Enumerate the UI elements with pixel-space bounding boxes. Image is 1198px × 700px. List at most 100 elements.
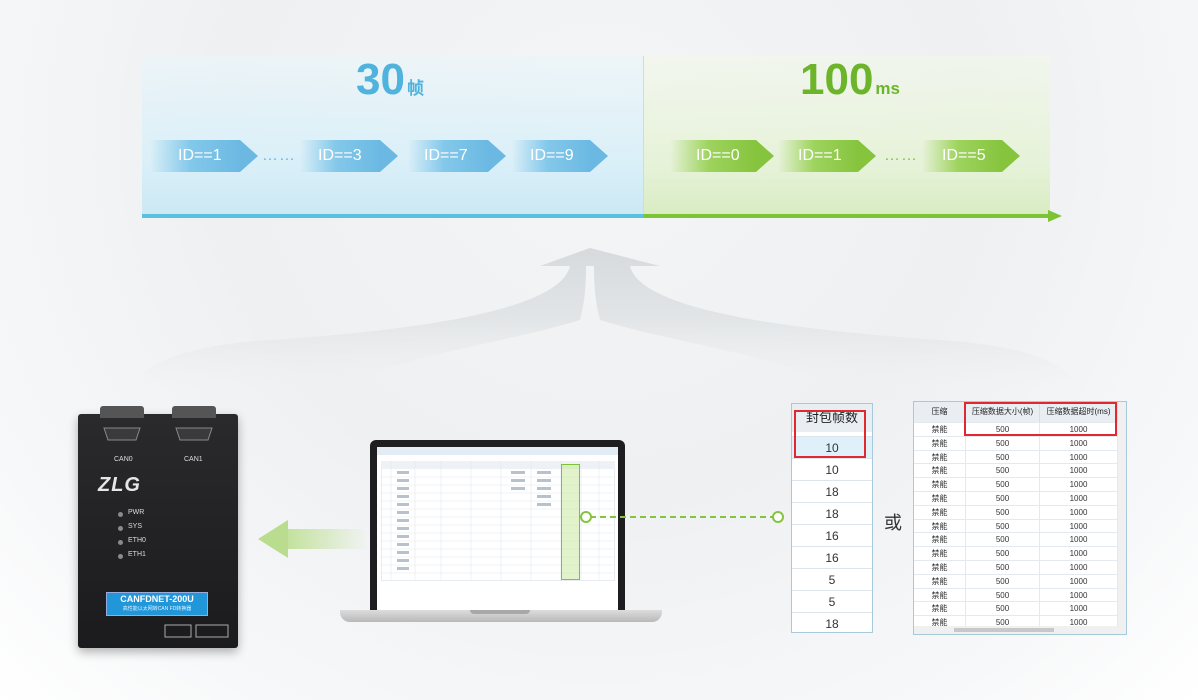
id-arrow: ID==9 [512, 140, 608, 172]
table-cell: 16 [792, 524, 872, 546]
id-label: ID==1 [178, 147, 222, 164]
table-cell: 500 [966, 449, 1040, 464]
led-label: SYS [128, 523, 143, 530]
config-software-screen [377, 447, 618, 610]
table-cell: 10 [792, 436, 872, 458]
or-label: 或 [884, 513, 902, 533]
canfdnet-device: CAN0 CAN1 ZLG PWR SYS ETH0 ETH1 CANFDNET… [78, 406, 238, 648]
table-cell: 500 [966, 504, 1040, 519]
highlight-box [964, 402, 1117, 436]
callout-dot [580, 511, 592, 523]
table-cell: 1000 [1040, 422, 1118, 436]
table-cell: 1000 [1040, 532, 1118, 547]
table-cell: 500 [966, 518, 1040, 533]
laptop-notch [470, 610, 530, 614]
packet-column-highlight [561, 464, 580, 580]
table-cell: 500 [966, 477, 1040, 492]
led-icon [118, 512, 123, 517]
db9-port-icon [103, 427, 141, 441]
id-label: ID==9 [530, 147, 574, 164]
table-cell: 禁能 [914, 573, 966, 588]
timeline-green [644, 214, 1050, 218]
table-cell: 18 [792, 612, 872, 632]
table-cell: 1000 [1040, 546, 1118, 561]
id-label: ID==7 [424, 147, 468, 164]
table-cell: 500 [966, 615, 1040, 630]
timeout-panel [644, 56, 1050, 216]
table-cell: 禁能 [914, 615, 966, 630]
table-cell: 500 [966, 573, 1040, 588]
db9-port-icon [175, 427, 213, 441]
packet-frames-header: 封包帧数 [792, 404, 872, 432]
upward-flow-arrow [130, 248, 1080, 390]
table-cell: 500 [966, 532, 1040, 547]
table-cell: 10 [792, 458, 872, 480]
table-cell: 18 [792, 480, 872, 502]
led-icon [118, 540, 123, 545]
table-cell: 18 [792, 502, 872, 524]
table-cell: 16 [792, 546, 872, 568]
table-cell: 禁能 [914, 435, 966, 450]
ellipsis: …… [262, 147, 296, 164]
table-cell: 1000 [1040, 573, 1118, 588]
scrollbar-thumb[interactable] [954, 628, 1054, 632]
packet-frames-table: 封包帧数 10 10 18 18 16 16 5 5 18 [791, 403, 873, 633]
table-cell: 禁能 [914, 504, 966, 519]
laptop-base [340, 610, 662, 622]
callout-dashed-line [590, 516, 776, 518]
table-cell: 禁能 [914, 560, 966, 574]
table-cell: 禁能 [914, 422, 966, 436]
table-cell: 1000 [1040, 491, 1118, 505]
timeout-unit: ms [875, 79, 900, 98]
table-cell: 禁能 [914, 518, 966, 533]
timeline-blue [142, 214, 644, 218]
id-label: ID==0 [696, 147, 740, 164]
id-arrow: ID==5 [922, 140, 1020, 172]
table-cell: 禁能 [914, 532, 966, 547]
callout-dot [772, 511, 784, 523]
table-cell: 禁能 [914, 587, 966, 602]
can-label: CAN0 [114, 456, 133, 463]
led-label: ETH0 [128, 537, 146, 544]
table-cell: 1000 [1040, 518, 1118, 533]
ellipsis: …… [884, 147, 918, 164]
id-label: ID==5 [942, 147, 986, 164]
table-cell: 1000 [1040, 601, 1118, 616]
column-header: 压缩数据超时(ms) [1040, 402, 1118, 422]
db9-connector [100, 406, 144, 418]
led-label: ETH1 [128, 551, 146, 558]
frame-count-panel [142, 56, 644, 216]
window-titlebar [377, 447, 618, 455]
vertical-scrollbar[interactable] [1118, 402, 1126, 634]
table-cell: 1000 [1040, 615, 1118, 630]
table-cell: 1000 [1040, 504, 1118, 519]
frame-count-unit: 帧 [406, 79, 424, 98]
table-cell: 1000 [1040, 463, 1118, 478]
column-header: 压缩 [914, 402, 966, 422]
table-cell: 1000 [1040, 560, 1118, 574]
laptop [370, 440, 625, 610]
id-arrow: ID==7 [408, 140, 506, 172]
terminal-block-icon [164, 624, 229, 638]
db9-connector [172, 406, 216, 418]
timeline-arrow-head [1048, 210, 1062, 222]
table-cell: 500 [966, 546, 1040, 561]
can-label: CAN1 [184, 456, 203, 463]
id-arrow: ID==1 [150, 140, 258, 172]
table-cell: 500 [966, 601, 1040, 616]
id-label: ID==3 [318, 147, 362, 164]
model-subtitle: 高性能以太网转CAN FD转换器 [122, 606, 192, 612]
table-cell: 500 [966, 435, 1040, 450]
id-label: ID==1 [798, 147, 842, 164]
timeout-number: 100 [800, 55, 874, 104]
id-arrow: ID==1 [778, 140, 876, 172]
table-cell: 禁能 [914, 463, 966, 478]
led-label: PWR [128, 509, 145, 516]
table-cell: 禁能 [914, 601, 966, 616]
table-cell: 500 [966, 587, 1040, 602]
id-arrow: ID==3 [300, 140, 398, 172]
